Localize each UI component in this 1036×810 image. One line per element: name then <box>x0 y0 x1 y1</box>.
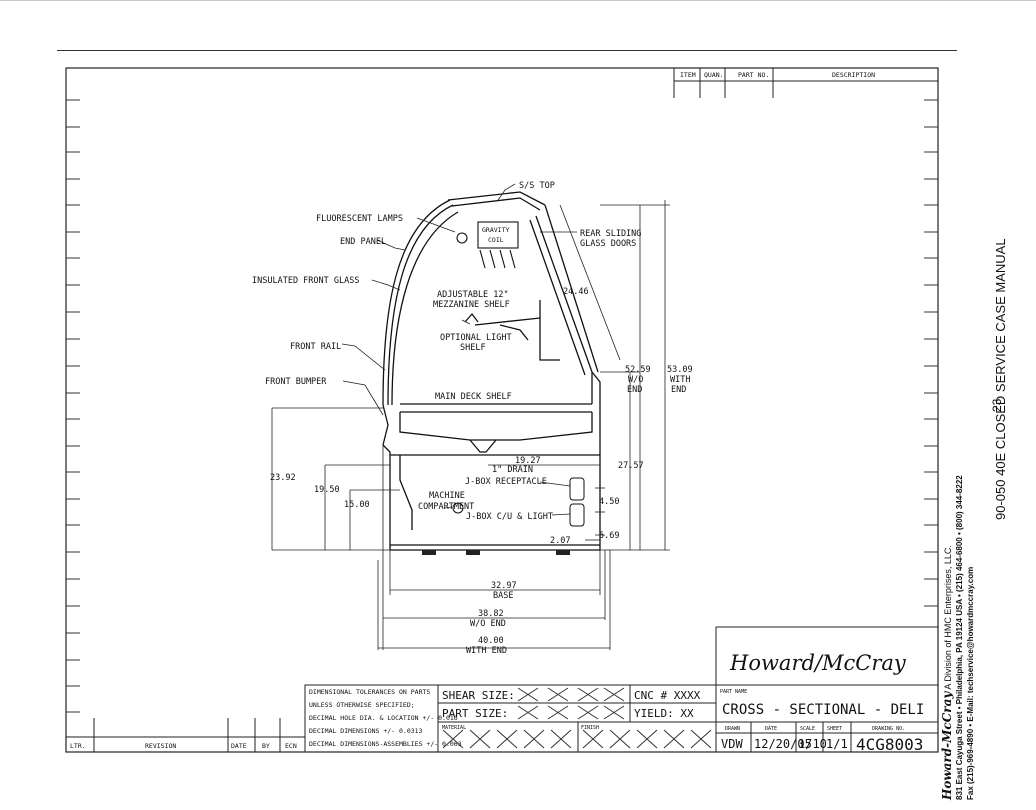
title-block-grid <box>304 626 939 753</box>
shear-size-label: SHEAR SIZE: <box>442 689 515 702</box>
rev-by: BY <box>262 742 270 750</box>
callout-machine-2: COMPARTMENT <box>418 502 474 512</box>
tolerance-line-2: UNLESS OTHERWISE SPECIFIED; <box>309 701 415 709</box>
company-line: Howard-McCray A Division of HMC Enterpri… <box>940 545 954 800</box>
tolerance-line-5: DECIMAL DIMENSIONS-ASSEMBLIES +/- 0.063 <box>309 740 462 748</box>
callout-adjustable-1: ADJUSTABLE 12" <box>437 290 509 300</box>
placeholder-x-marks <box>442 687 712 749</box>
dim-with-end: WITH END <box>466 646 507 656</box>
rev-ltr: LTR. <box>70 742 86 750</box>
callout-rear-doors-2: GLASS DOORS <box>580 239 636 249</box>
page-top-rule <box>0 0 1036 1</box>
page-number: 23 <box>990 398 1004 412</box>
drawing-no-label: DRAWING NO. <box>872 726 905 732</box>
callout-optional-light-1: OPTIONAL LIGHT <box>440 333 512 343</box>
company-address: 831 East Cayuga Street • Philadelphia, P… <box>955 475 964 800</box>
drawn-label: DRAWN <box>725 726 740 732</box>
dim-53-09: 53.09 <box>667 365 693 375</box>
dim-52-59-wo: W/O <box>628 375 643 385</box>
part-name-label: PART NAME <box>720 689 747 695</box>
dim-32-97: 32.97 <box>491 581 517 591</box>
drawn-by: VDW <box>721 737 743 751</box>
material-label: MATERIAL <box>442 725 466 731</box>
cnc-number: CNC # XXXX <box>634 689 701 702</box>
sheet-top-rule <box>57 50 957 51</box>
dim-19-50: 19.50 <box>314 485 340 495</box>
callout-gravity-coil-2: COIL <box>488 236 504 244</box>
parts-table <box>673 67 939 98</box>
tolerance-line-3: DECIMAL HOLE DIA. & LOCATION +/- 0.016 <box>309 714 458 722</box>
parts-col-description: DESCRIPTION <box>832 71 875 79</box>
drawing-date: 12/20/05 <box>754 737 812 751</box>
callout-main-deck: MAIN DECK SHELF <box>435 392 512 402</box>
dim-base: BASE <box>493 591 513 601</box>
machine-compartment-icon <box>452 502 464 514</box>
rev-ecn: ECN <box>285 742 297 750</box>
yield-value: YIELD: XX <box>634 707 694 720</box>
callout-jbox-receptacle: J-BOX RECEPTACLE <box>465 477 547 487</box>
dim-19-27: 19.27 <box>515 456 541 466</box>
frame-ticks <box>66 99 938 713</box>
tolerance-line-1: DIMENSIONAL TOLERANCES ON PARTS <box>309 688 430 696</box>
dim-38-82: 38.82 <box>478 609 504 619</box>
callout-rear-doors-1: REAR SLIDING <box>580 229 641 239</box>
dim-40-00: 40.00 <box>478 636 504 646</box>
company-name: Howard-McCray <box>940 691 954 800</box>
dim-52-59: 52.59 <box>625 365 651 375</box>
callout-fluorescent-lamps: FLUORESCENT LAMPS <box>316 214 403 224</box>
dim-5-69: 5.69 <box>599 531 619 541</box>
dim-52-59-end: END <box>627 385 642 395</box>
company-division: A Division of HMC Enterprises, LLC. <box>943 545 953 690</box>
revision-block <box>66 718 305 752</box>
dim-23-92: 23.92 <box>270 473 296 483</box>
j-boxes <box>569 477 585 527</box>
part-size-label: PART SIZE: <box>442 707 508 720</box>
dim-53-09-with: WITH <box>670 375 690 385</box>
rev-date: DATE <box>231 742 247 750</box>
date-label: DATE <box>765 726 777 732</box>
callout-adjustable-2: MEZZANINE SHELF <box>433 300 510 310</box>
dim-2-07: 2.07 <box>550 536 570 546</box>
dim-wo-end: W/O END <box>470 619 506 629</box>
dim-53-09-end: END <box>671 385 686 395</box>
parts-col-quan: QUAN. <box>704 71 724 79</box>
drawing-sheet: 1/1 <box>826 737 848 751</box>
callout-machine-1: MACHINE <box>429 491 465 501</box>
dim-4-50: 4.50 <box>599 497 619 507</box>
scale-label: SCALE <box>800 726 815 732</box>
dimension-lines <box>271 200 670 650</box>
finish-label: FINISH <box>581 725 599 731</box>
drawing-number: 4CG8003 <box>856 735 923 754</box>
parts-col-part-no: PART NO. <box>738 71 769 79</box>
case-feet <box>422 550 570 555</box>
callout-end-panel: END PANEL <box>340 237 386 247</box>
callout-insulated-glass: INSULATED FRONT GLASS <box>252 276 359 286</box>
fluorescent-lamp-icon <box>456 232 468 244</box>
dim-27-57: 27.57 <box>618 461 644 471</box>
rev-revision: REVISION <box>145 742 176 750</box>
company-contact: Fax (215)-969-4890 • E-Mail: techservice… <box>966 566 975 800</box>
leader-lines <box>341 183 577 516</box>
callout-front-rail: FRONT RAIL <box>290 342 341 352</box>
callout-gravity-coil-1: GRAVITY <box>482 226 509 234</box>
howard-mccray-logo: Howard/McCray <box>729 651 907 675</box>
callout-drain: 1" DRAIN <box>492 465 533 475</box>
tolerance-line-4: DECIMAL DIMENSIONS +/- 0.0313 <box>309 727 423 735</box>
callout-front-bumper: FRONT BUMPER <box>265 377 327 387</box>
part-name: CROSS - SECTIONAL - DELI <box>722 702 924 718</box>
manual-title: 90-050 40E CLOSED SERVICE CASE MANUAL <box>993 238 1008 520</box>
sheet-label: SHEET <box>827 726 842 732</box>
dim-15-00: 15.00 <box>344 500 370 510</box>
dim-24-46: 24.46 <box>563 287 589 297</box>
callout-optional-light-2: SHELF <box>460 343 486 353</box>
case-outline <box>382 191 601 551</box>
gravity-coil <box>477 221 519 269</box>
parts-col-item: ITEM <box>680 71 696 79</box>
callout-ss-top: S/S TOP <box>519 181 555 191</box>
drawing-scale: 1/10 <box>798 737 827 751</box>
callout-jbox-light: J-BOX C/U & LIGHT <box>466 512 553 522</box>
